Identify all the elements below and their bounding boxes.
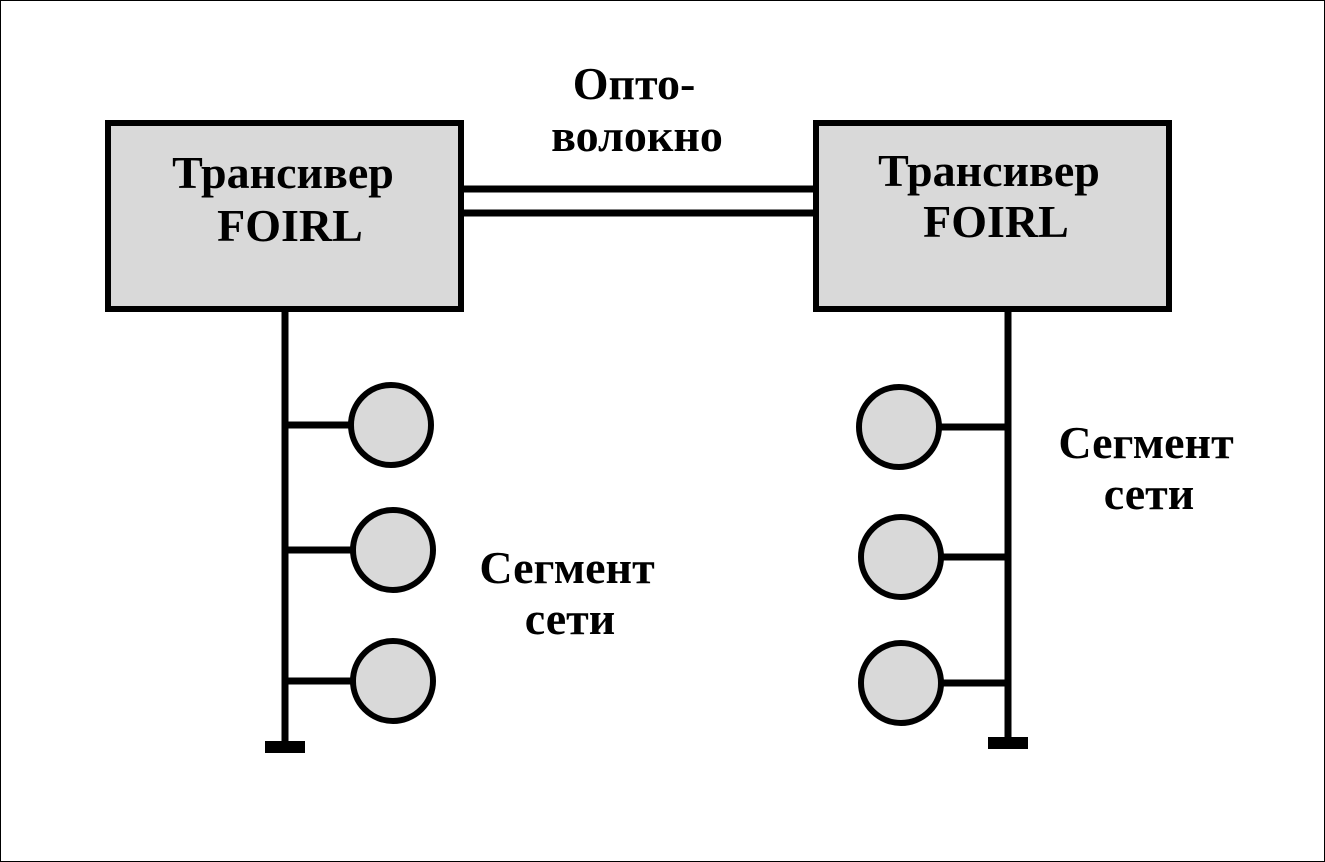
left-segment-node: [348, 382, 434, 468]
right-segment-node: [858, 640, 944, 726]
fiber-label-line2: волокно: [551, 110, 723, 161]
right-transceiver-title: Трансивер: [878, 145, 1100, 196]
right-transceiver-model: FOIRL: [923, 196, 1069, 247]
left-segment-label-line2: сети: [525, 593, 616, 644]
fiber-label-line1: Опто-: [573, 58, 696, 109]
right-segment-label-line2: сети: [1104, 468, 1195, 519]
left-transceiver: Трансивер FOIRL: [105, 120, 464, 312]
right-transceiver: Трансивер FOIRL: [813, 120, 1172, 312]
right-segment-bus: [856, 309, 1028, 749]
left-segment-node: [350, 638, 436, 724]
right-segment-node: [858, 514, 944, 600]
left-segment-node: [350, 507, 436, 593]
left-transceiver-title: Трансивер: [172, 147, 394, 198]
right-segment-label-line1: Сегмент: [1058, 417, 1234, 468]
fiber-optic-link: [461, 185, 819, 217]
right-segment-node: [856, 384, 942, 470]
left-segment-bus: [265, 309, 436, 753]
left-segment-label-line1: Сегмент: [479, 542, 655, 593]
left-transceiver-model: FOIRL: [217, 200, 363, 251]
